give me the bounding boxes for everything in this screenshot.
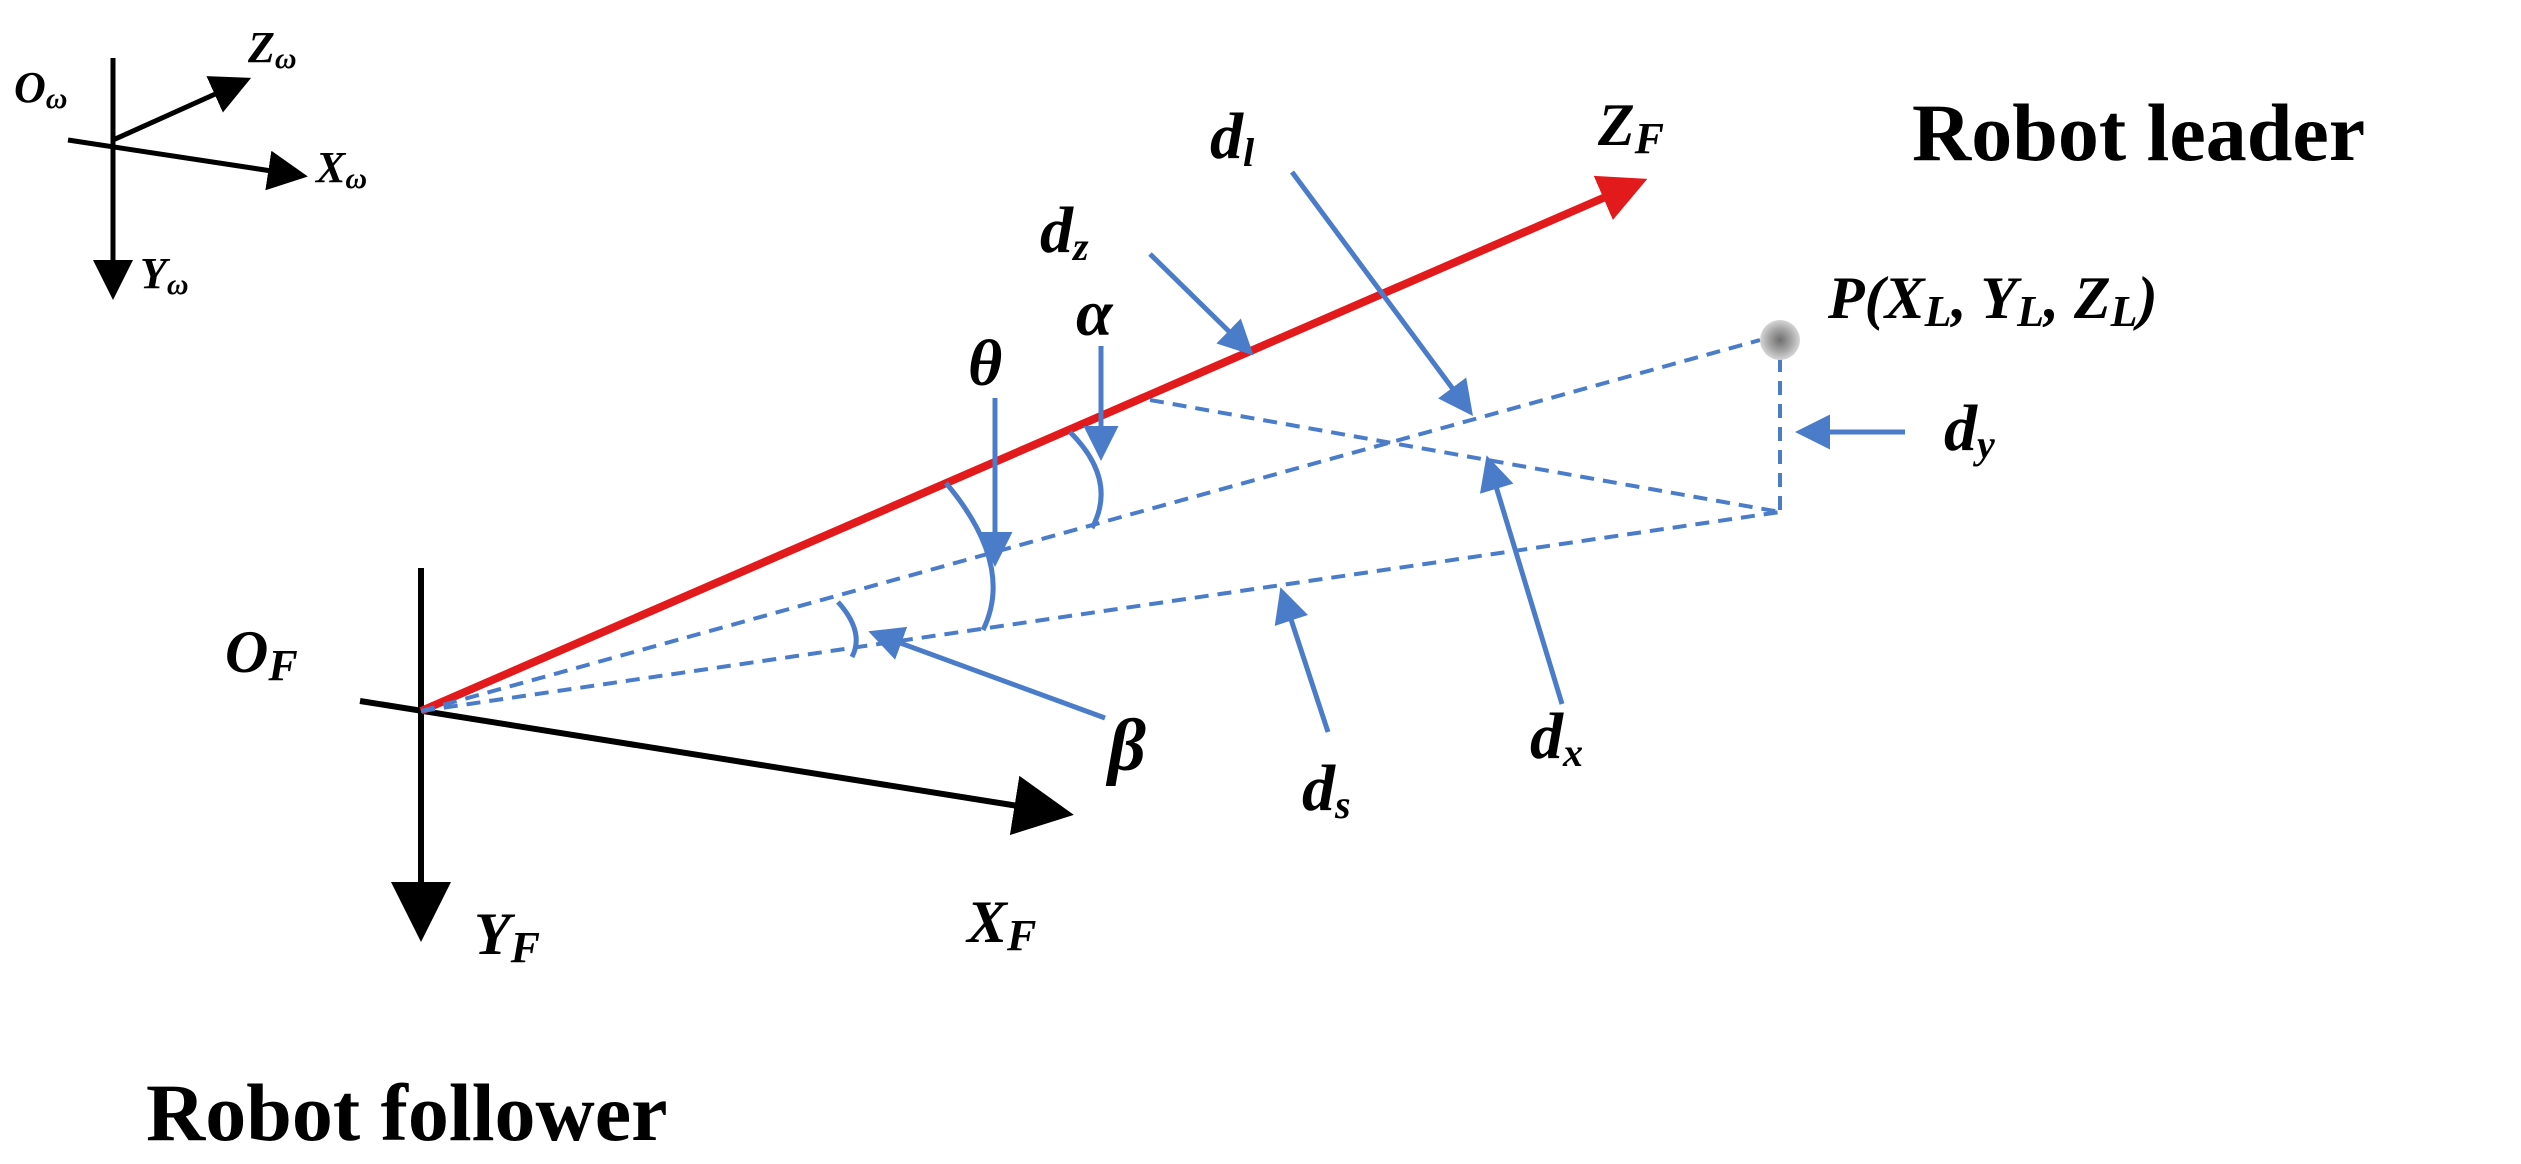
follower-z-label: ZF [1597, 92, 1664, 163]
leader-title: Robot leader [1912, 87, 2365, 178]
dy-label: dy [1944, 392, 1995, 467]
line-zaxis-to-foot [1149, 398, 1781, 514]
follower-x-axis [359, 698, 1074, 836]
dl-label: dl [1210, 100, 1255, 175]
world-y-label: Yω [140, 249, 189, 301]
angle-arcs [836, 430, 1104, 659]
theta-arc [944, 481, 996, 632]
dx-label: dx [1530, 700, 1583, 775]
world-x-axis [67, 137, 308, 191]
leader-point [1760, 320, 1800, 360]
leader-point-marker [1760, 320, 1800, 360]
world-origin-label: Oω [14, 63, 67, 115]
follower-origin-label: OF [225, 619, 298, 690]
alpha-arc [1068, 430, 1104, 530]
ds-label: ds [1302, 752, 1351, 827]
follower-y-label: YF [474, 901, 540, 972]
dz-label: dz [1040, 194, 1089, 269]
world-z-label: Zω [247, 23, 297, 75]
alpha-label: α [1076, 277, 1114, 350]
ds-arrow [1274, 587, 1331, 733]
world-x-label: Xω [314, 143, 367, 195]
dl-arrow [1289, 170, 1473, 417]
line-origin-to-foot [420, 510, 1781, 713]
follower-x-label: XF [965, 889, 1036, 960]
theta-label: θ [968, 327, 1002, 400]
dx-arrow [1479, 455, 1565, 705]
beta-arc [836, 600, 859, 659]
follower-title: Robot follower [146, 1067, 668, 1158]
annotation-arrows [868, 170, 1905, 733]
dz-arrow [1148, 252, 1254, 356]
leader-point-label: P(XL, YL, ZL) [1827, 265, 2158, 336]
beta-label: β [1105, 705, 1146, 787]
follower-z-axis [419, 175, 1648, 715]
world-frame: Oω Zω Xω Yω [14, 23, 367, 301]
world-z-axis [111, 76, 252, 143]
follower-frame [359, 175, 1648, 942]
beta-arrow [868, 626, 1106, 721]
